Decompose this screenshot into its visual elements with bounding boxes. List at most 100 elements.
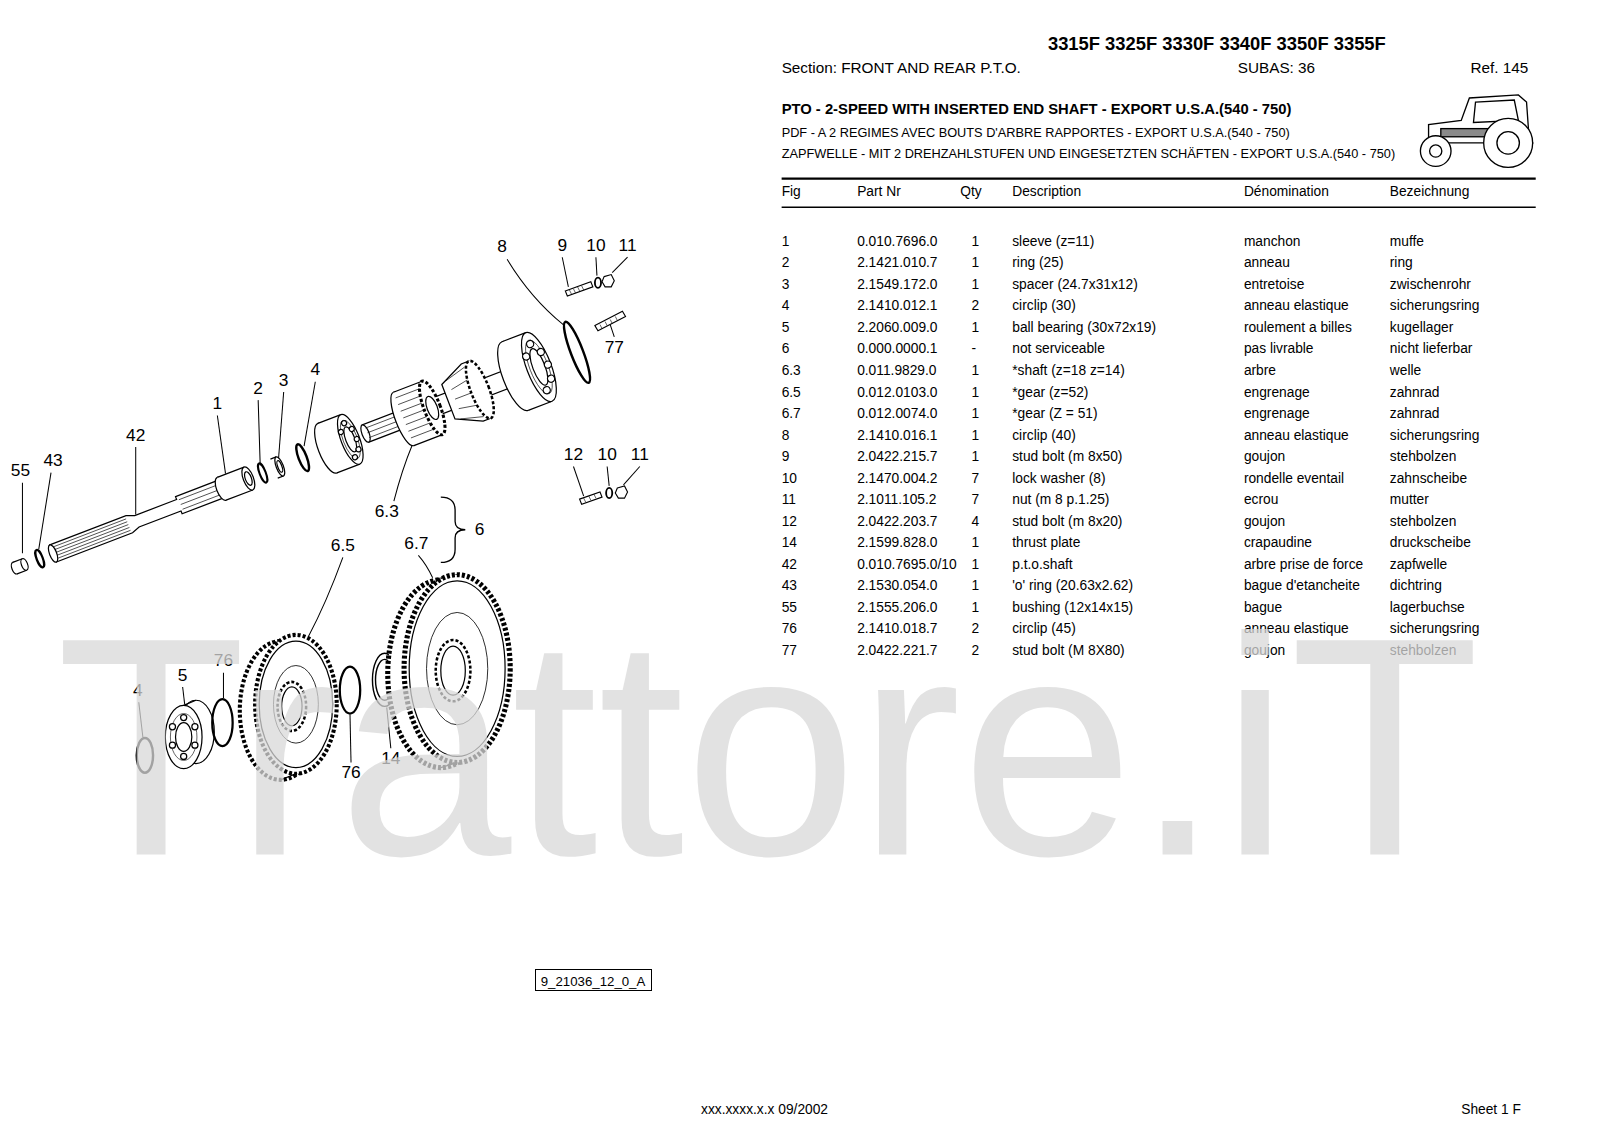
table-cell: ring (25)	[1012, 255, 1063, 271]
column-header: Fig	[782, 184, 801, 200]
table-cell: druckscheibe	[1390, 535, 1471, 551]
table-cell: stehbolzen	[1390, 449, 1457, 465]
table-cell: circlip (30)	[1012, 299, 1076, 315]
callout-number: 1	[213, 394, 223, 414]
table-rule	[782, 178, 1536, 180]
table-cell: 1	[971, 535, 979, 551]
table-cell: 0.011.9829.0	[857, 363, 936, 379]
stud-bolts	[565, 275, 627, 505]
table-cell: 2.0422.203.7	[857, 514, 937, 530]
table-cell: 2.2060.009.0	[857, 320, 937, 336]
callout-number: 10	[586, 236, 605, 256]
table-cell: 1	[971, 406, 979, 422]
table-cell: anneau elastique	[1244, 299, 1349, 315]
table-cell: kugellager	[1390, 320, 1454, 336]
table-cell: anneau elastique	[1244, 428, 1349, 444]
callout-number: 4	[310, 360, 320, 380]
table-cell: pas livrable	[1244, 342, 1314, 358]
table-cell: engrenage	[1244, 406, 1310, 422]
table-cell: nut (m 8 p.1.25)	[1012, 492, 1109, 508]
table-cell: 2.1470.004.2	[857, 471, 937, 487]
table-cell: 0.010.7696.0	[857, 234, 937, 250]
table-cell: roulement a billes	[1244, 320, 1352, 336]
table-cell: 1	[971, 428, 979, 444]
tractor-icon	[1420, 95, 1532, 167]
table-cell: ball bearing (30x72x19)	[1012, 320, 1156, 336]
table-cell: 2.0422.215.7	[857, 449, 937, 465]
table-cell: 12	[782, 514, 797, 530]
column-header: Qty	[960, 184, 981, 200]
model-list: 3315F 3325F 3330F 3340F 3350F 3355F	[1048, 33, 1386, 54]
table-cell: 1	[971, 557, 979, 573]
callout-number: 12	[564, 445, 583, 465]
table-cell: *gear (z=52)	[1012, 385, 1088, 401]
table-cell: ecrou	[1244, 492, 1278, 508]
table-cell: muffe	[1390, 234, 1424, 250]
table-cell: lock washer (8)	[1012, 471, 1105, 487]
table-cell: 1	[971, 234, 979, 250]
table-cell: stud bolt (m 8x50)	[1012, 449, 1122, 465]
table-cell: *shaft (z=18 z=14)	[1012, 363, 1124, 379]
table-cell: goujon	[1244, 514, 1285, 530]
section-name: Section: FRONT AND REAR P.T.O.	[782, 60, 1021, 78]
table-cell: manchon	[1244, 234, 1301, 250]
table-cell: p.t.o.shaft	[1012, 557, 1072, 573]
table-cell: 6.3	[782, 363, 801, 379]
table-cell: zahnrad	[1390, 385, 1440, 401]
table-cell: 1	[971, 449, 979, 465]
sheet-number: Sheet 1 F	[1461, 1102, 1521, 1118]
title-german: ZAPFWELLE - MIT 2 DREHZAHLSTUFEN UND EIN…	[782, 147, 1396, 162]
table-cell: mutter	[1390, 492, 1429, 508]
table-cell: 6	[782, 342, 790, 358]
table-cell: 0.012.0103.0	[857, 385, 937, 401]
table-cell: stehbolzen	[1390, 514, 1457, 530]
table-cell: zahnscheibe	[1390, 471, 1467, 487]
table-cell: 2.1599.828.0	[857, 535, 937, 551]
table-cell: 3	[782, 277, 790, 293]
title-french: PDF - A 2 REGIMES AVEC BOUTS D'ARBRE RAP…	[782, 125, 1290, 140]
table-cell: 14	[782, 535, 797, 551]
shaft-assembly	[0, 316, 596, 604]
table-cell: 2.1410.012.1	[857, 299, 937, 315]
table-cell: welle	[1390, 363, 1421, 379]
table-cell: 1	[971, 363, 979, 379]
callout-number: 6	[475, 520, 485, 540]
table-cell: sleeve (z=11)	[1012, 234, 1094, 250]
drawing-number-box: 9_21036_12_0_A	[535, 969, 652, 991]
table-cell: ring	[1390, 255, 1413, 271]
table-cell: 2.1549.172.0	[857, 277, 937, 293]
table-cell: rondelle eventail	[1244, 471, 1344, 487]
table-cell: zahnrad	[1390, 406, 1440, 422]
table-cell: spacer (24.7x31x12)	[1012, 277, 1138, 293]
table-cell: *gear (Z = 51)	[1012, 406, 1097, 422]
table-cell: 10	[782, 471, 797, 487]
table-cell: 2.1410.016.1	[857, 428, 937, 444]
table-cell: thrust plate	[1012, 535, 1080, 551]
callout-number: 2	[253, 379, 263, 399]
callout-number: 10	[598, 445, 617, 465]
subassembly-number: SUBAS: 36	[1238, 60, 1315, 78]
table-cell: -	[971, 342, 976, 358]
table-cell: 6.5	[782, 385, 801, 401]
table-cell: engrenage	[1244, 385, 1310, 401]
table-cell: 5	[782, 320, 790, 336]
table-cell: 42	[782, 557, 797, 573]
callout-number: 77	[605, 338, 624, 358]
footer-code: xxx.xxxx.x.x 09/2002	[701, 1102, 828, 1118]
callout-number: 6.3	[375, 502, 399, 522]
table-cell: 8	[782, 428, 790, 444]
table-cell: 4	[782, 299, 790, 315]
table-cell: 9	[782, 449, 790, 465]
table-rule	[782, 206, 1536, 208]
table-cell: 2	[971, 299, 979, 315]
table-cell: not serviceable	[1012, 342, 1105, 358]
table-cell: entretoise	[1244, 277, 1304, 293]
table-cell: zapfwelle	[1390, 557, 1447, 573]
callout-number: 6.5	[331, 536, 355, 556]
column-header: Dénomination	[1244, 184, 1329, 200]
callout-number: 9	[557, 236, 567, 256]
table-cell: arbre	[1244, 363, 1276, 379]
table-cell: 4	[971, 514, 979, 530]
table-cell: 0.000.0000.1	[857, 342, 937, 358]
table-cell: circlip (40)	[1012, 428, 1076, 444]
